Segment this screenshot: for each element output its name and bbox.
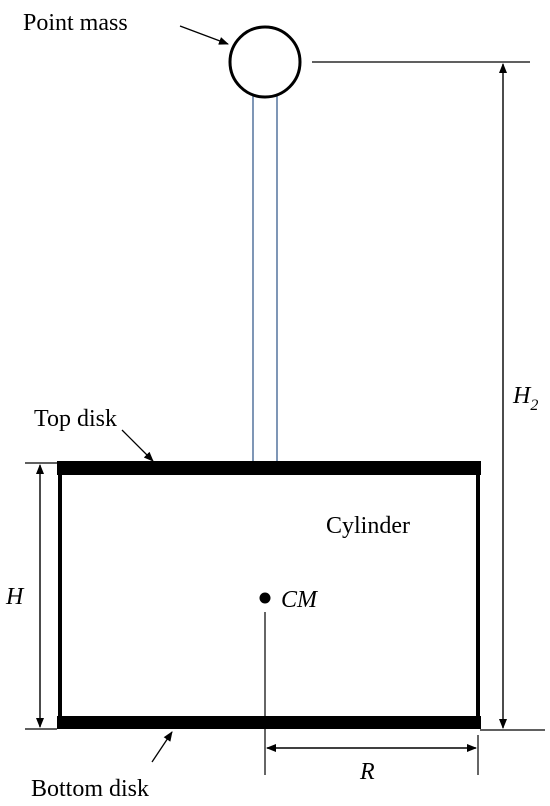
height2-label: H2 [512,383,538,414]
bottom-disk [57,716,481,729]
top-disk [57,461,481,475]
point-mass-label: Point mass [23,10,128,36]
height2-label-main: H [512,383,532,409]
radius-label: R [359,759,375,785]
top-disk-leader-arrow [121,429,154,462]
extension-lines [25,61,545,775]
cylinder-label: Cylinder [326,513,410,539]
height-label: H [5,584,25,610]
bottom-disk-leader-arrow [151,731,173,763]
top-disk-label: Top disk [34,406,117,432]
rod [252,96,278,462]
point-mass-leader-arrow [179,25,229,45]
center-of-mass-label: CM [281,587,319,613]
height2-label-subscript: 2 [530,397,538,414]
bottom-disk-label: Bottom disk [31,776,149,802]
point-mass-circle [228,25,302,99]
center-of-mass-dot [259,592,271,604]
